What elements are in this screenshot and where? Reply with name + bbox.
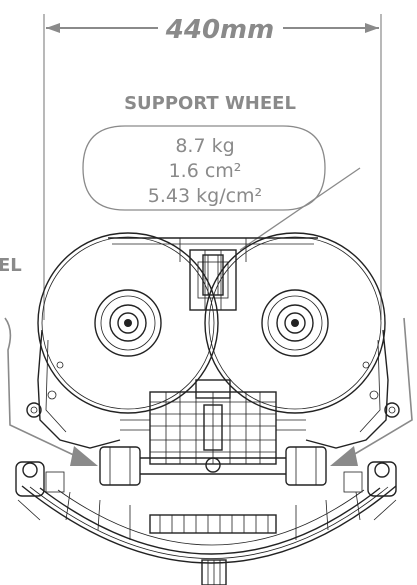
stat-pressure: 5.43 kg/cm² bbox=[148, 185, 262, 207]
machine-body bbox=[15, 232, 400, 585]
right-drive-wheel bbox=[285, 446, 327, 486]
stat-weight: 8.7 kg bbox=[175, 135, 234, 157]
left-callout-leader bbox=[4, 317, 81, 459]
right-side-frame bbox=[305, 329, 389, 449]
left-drive-wheel bbox=[99, 446, 141, 486]
left-side-frame bbox=[37, 329, 121, 449]
right-callout-arrowhead bbox=[330, 446, 358, 466]
stat-area: 1.6 cm² bbox=[169, 160, 242, 182]
support-wheel-annotation: SUPPORT WHEEL 8.7 kg 1.6 cm² 5.43 kg/cm² bbox=[82, 93, 361, 251]
stats-callout-bubble bbox=[82, 125, 326, 211]
dimension-group: 440mm bbox=[43, 14, 382, 320]
front-bumper bbox=[21, 485, 397, 564]
support-wheel-title: SUPPORT WHEEL bbox=[124, 93, 296, 114]
stats-leader-line bbox=[239, 167, 361, 251]
dimension-label: 440mm bbox=[165, 15, 274, 45]
drive-wheel-callouts bbox=[4, 317, 413, 466]
right-support-drum bbox=[204, 232, 386, 414]
side-label-left: EL bbox=[0, 255, 22, 276]
right-callout-leader bbox=[347, 317, 413, 459]
left-support-drum bbox=[37, 232, 219, 414]
left-callout-arrowhead bbox=[70, 446, 98, 466]
